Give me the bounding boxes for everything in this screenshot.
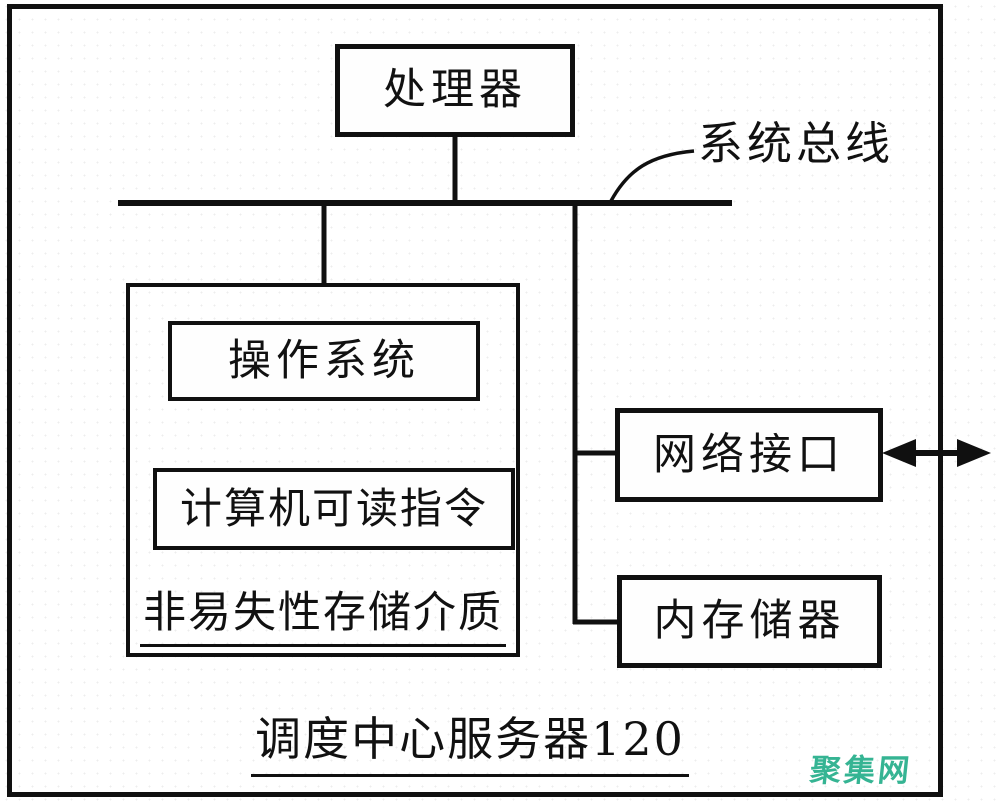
instructions-box: 计算机可读指令 [153, 468, 515, 550]
storage-medium-label: 非易失性存储介质 [140, 588, 506, 647]
network-interface-label: 网络接口 [653, 429, 845, 480]
operating-system-box: 操作系统 [168, 321, 480, 401]
storage-medium-box [126, 283, 520, 657]
memory-box: 内存储器 [617, 575, 882, 668]
system-bus-label: 系统总线 [698, 117, 895, 170]
processor-label: 处理器 [383, 65, 527, 115]
network-interface-box: 网络接口 [615, 408, 883, 502]
processor-box: 处理器 [335, 44, 575, 137]
figure-caption-wrap: 调度中心服务器120 [230, 712, 710, 777]
operating-system-label: 操作系统 [228, 335, 420, 386]
server-outer-frame [7, 4, 943, 797]
watermark: 聚集网 [808, 753, 914, 789]
instructions-label: 计算机可读指令 [179, 484, 488, 533]
system-bus-leader-line [609, 149, 695, 202]
storage-medium-label-wrap: 非易失性存储介质 [128, 588, 518, 647]
figure-caption: 调度中心服务器120 [251, 712, 689, 777]
bidirectional-arrow-icon [882, 439, 991, 467]
memory-label: 内存储器 [653, 596, 846, 646]
